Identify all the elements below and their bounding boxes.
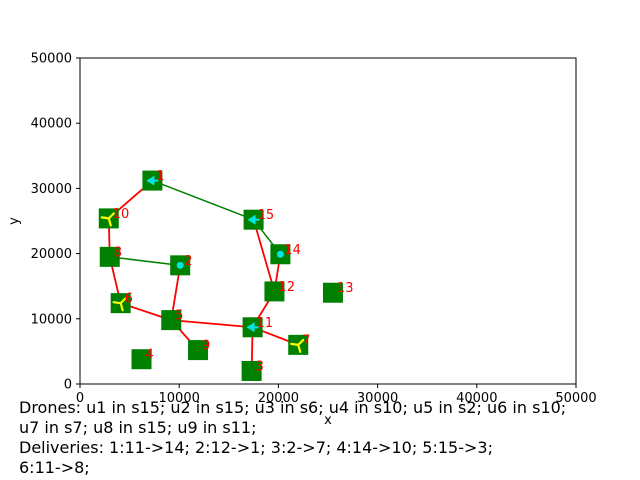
x-tick-label: 20000 — [258, 391, 299, 406]
edge-12-15 — [252, 219, 276, 292]
tri-arm-6-1 — [119, 297, 127, 305]
station-label-1: 1 — [156, 169, 164, 184]
station-3 — [241, 360, 262, 381]
y-tick-label: 40000 — [31, 117, 72, 132]
y-axis-label: y — [7, 217, 22, 225]
station-label-11: 11 — [257, 316, 274, 331]
station-label-13: 13 — [337, 281, 354, 296]
edge-5-11 — [171, 319, 253, 329]
station-label-12: 12 — [278, 280, 295, 295]
y-tick-label: 0 — [64, 378, 72, 393]
tri-arm-7-0 — [290, 342, 300, 346]
x-tick-label: 40000 — [456, 391, 497, 406]
tri-arm-6-0 — [112, 301, 122, 305]
y-tick-label: 20000 — [31, 247, 72, 262]
y-tick-label: 50000 — [31, 52, 72, 67]
station-5 — [161, 310, 182, 331]
tri-arm-10-2 — [107, 217, 112, 227]
station-label-9: 9 — [202, 339, 210, 354]
station-label-6: 6 — [125, 292, 133, 307]
tri-arm-10-1 — [107, 212, 115, 220]
drone-arrow-1 — [146, 175, 155, 186]
drone-dot-2 — [176, 261, 184, 269]
x-tick-label: 50000 — [555, 391, 596, 406]
caption-deliveries-line-2: 6:11->8; — [19, 458, 90, 477]
station-label-8: 8 — [114, 245, 122, 260]
caption-deliveries-line-1: Deliveries: 1:11->14; 2:12->1; 3:2->7; 4… — [19, 438, 493, 457]
edge-1-15 — [152, 179, 254, 221]
tri-arm-7-1 — [297, 338, 305, 346]
plot-frame — [79, 57, 577, 385]
axes: 0 10000 20000 30000 40000 50000 0 10000 20000 300… — [7, 52, 597, 429]
tri-arm-10-0 — [100, 216, 110, 220]
x-tick-label: 0 — [76, 391, 84, 406]
station-nodes — [98, 170, 343, 381]
drone-dot-14 — [276, 250, 284, 258]
station-label-5: 5 — [175, 309, 183, 324]
station-label-2: 2 — [184, 254, 192, 269]
station-label-15: 15 — [258, 208, 275, 223]
x-tick-label: 10000 — [159, 391, 200, 406]
caption-drones-line-1: Drones: u1 in s15; u2 in s15; u3 in s6; … — [19, 398, 567, 417]
station-8 — [99, 246, 120, 267]
tri-marker-10 — [100, 212, 115, 227]
x-axis-label: x — [324, 413, 332, 428]
drone-arrow-15 — [247, 214, 256, 225]
edge-8-2 — [109, 256, 181, 267]
station-label-7: 7 — [302, 333, 310, 348]
station-4 — [131, 349, 152, 370]
tri-arm-6-2 — [119, 302, 124, 312]
tri-marker-7 — [290, 338, 305, 353]
y-tick-label: 10000 — [31, 312, 72, 327]
station-12 — [264, 281, 285, 302]
y-tick-label: 30000 — [31, 182, 72, 197]
caption-drones-line-2: u7 in s7; u8 in s15; u9 in s11; — [19, 418, 257, 437]
tri-marker-6 — [112, 297, 127, 312]
route-edges — [107, 179, 299, 371]
station-13 — [322, 282, 343, 303]
x-tick-label: 30000 — [357, 391, 398, 406]
station-label-3: 3 — [256, 359, 264, 374]
station-label-10: 10 — [113, 207, 130, 222]
station-label-4: 4 — [146, 348, 154, 363]
drone-arrow-11 — [246, 322, 255, 333]
station-label-14: 14 — [284, 243, 301, 258]
tri-arm-7-2 — [297, 343, 302, 353]
station-9 — [188, 340, 209, 361]
